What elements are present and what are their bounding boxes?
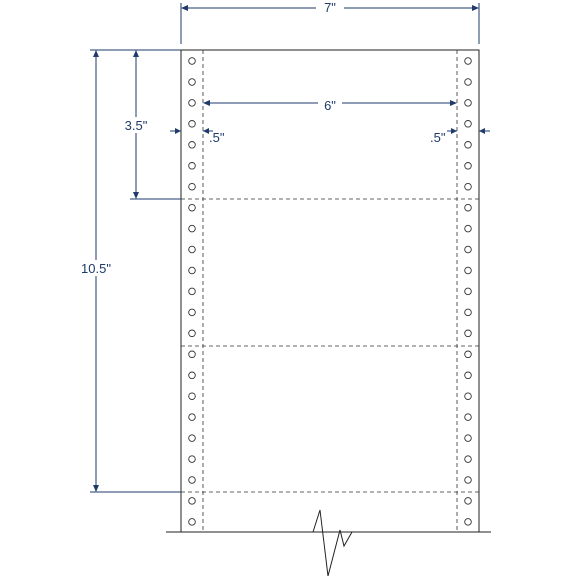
break-line bbox=[166, 509, 491, 576]
tractor-hole-icon bbox=[188, 518, 196, 526]
tractor-hole-icon bbox=[188, 162, 196, 170]
tractor-hole-icon bbox=[188, 308, 196, 317]
tractor-hole-icon bbox=[464, 476, 472, 484]
overall-width-dimension: 7" bbox=[180, 0, 480, 44]
tractor-hole-icon bbox=[464, 182, 472, 191]
label-width-label: 6" bbox=[324, 98, 336, 113]
tractor-hole-icon bbox=[464, 329, 472, 338]
tractor-hole-icon bbox=[188, 78, 196, 86]
tractor-hole-icon bbox=[188, 434, 196, 442]
tractor-hole-icon bbox=[464, 497, 472, 505]
tractor-hole-icon bbox=[188, 371, 196, 380]
tractor-hole-icon bbox=[464, 245, 472, 254]
tractor-hole-icon bbox=[188, 350, 196, 359]
tractor-hole-icon bbox=[188, 287, 196, 296]
tractor-hole-icon bbox=[188, 120, 196, 128]
right-margin-dimension: .5" bbox=[430, 128, 490, 145]
tractor-hole-icon bbox=[188, 245, 196, 254]
tractor-hole-icon bbox=[464, 371, 472, 380]
tractor-hole-icon bbox=[464, 455, 472, 463]
tractor-hole-icon bbox=[464, 308, 472, 317]
tractor-hole-icon bbox=[188, 329, 196, 338]
overall-width-label: 7" bbox=[324, 0, 336, 15]
tractor-hole-icon bbox=[464, 350, 472, 359]
tractor-hole-icon bbox=[464, 287, 472, 296]
tractor-hole-icon bbox=[464, 57, 472, 65]
tractor-holes-left bbox=[188, 57, 196, 526]
tractor-hole-icon bbox=[188, 224, 196, 233]
label-width-dimension: 6" bbox=[203, 96, 457, 113]
label-height-label: 3.5" bbox=[125, 118, 148, 133]
tractor-hole-icon bbox=[188, 99, 196, 107]
tractor-hole-icon bbox=[464, 99, 472, 107]
tractor-hole-icon bbox=[464, 392, 472, 400]
sheet bbox=[180, 49, 480, 533]
right-margin-label: .5" bbox=[430, 130, 446, 145]
tractor-hole-icon bbox=[464, 224, 472, 233]
tractor-hole-icon bbox=[188, 455, 196, 463]
tractor-hole-icon bbox=[464, 141, 472, 149]
tractor-hole-icon bbox=[464, 120, 472, 128]
left-margin-dimension: .5" bbox=[170, 128, 225, 145]
tractor-hole-icon bbox=[464, 413, 472, 421]
tractor-hole-icon bbox=[464, 162, 472, 170]
tractor-hole-icon bbox=[188, 476, 196, 484]
tractor-hole-icon bbox=[188, 413, 196, 421]
tractor-hole-icon bbox=[188, 141, 196, 149]
tractor-hole-icon bbox=[188, 57, 196, 65]
tractor-hole-icon bbox=[464, 518, 472, 526]
tractor-hole-icon bbox=[464, 203, 472, 212]
left-margin-label: .5" bbox=[209, 130, 225, 145]
tractor-holes-right bbox=[464, 57, 472, 526]
tractor-hole-icon bbox=[188, 203, 196, 212]
label-height-dimension: 3.5" bbox=[118, 49, 181, 200]
tractor-hole-icon bbox=[464, 266, 472, 275]
tractor-hole-icon bbox=[188, 392, 196, 400]
tractor-hole-icon bbox=[464, 78, 472, 86]
tractor-hole-icon bbox=[188, 497, 196, 505]
total-height-label: 10.5" bbox=[81, 261, 111, 276]
tractor-hole-icon bbox=[188, 266, 196, 275]
tractor-hole-icon bbox=[188, 182, 196, 191]
tractor-hole-icon bbox=[464, 434, 472, 442]
total-height-dimension: 10.5" bbox=[74, 49, 181, 493]
